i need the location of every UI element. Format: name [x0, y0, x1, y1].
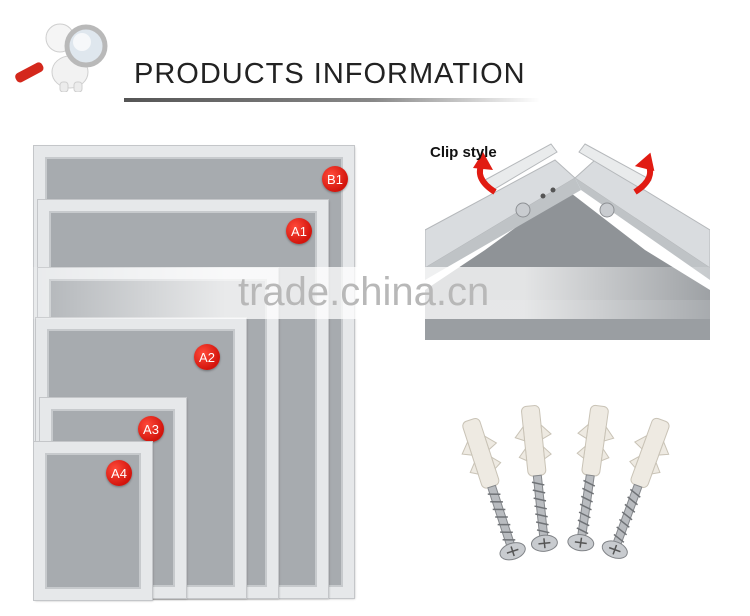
badge-a4: A4: [106, 460, 132, 486]
frame-size-comparison: B1 A1 A2 A3 A4: [30, 144, 370, 604]
badge-a2: A2: [194, 344, 220, 370]
clip-style-label: Clip style: [430, 144, 497, 161]
header: PRODUCTS INFORMATION: [0, 0, 750, 110]
watermark-text: trade.china.cn: [238, 270, 490, 314]
badge-a3: A3: [138, 416, 164, 442]
title-underline: [124, 98, 540, 102]
magnifier-mascot-icon: [15, 23, 108, 92]
badge-a1: A1: [286, 218, 312, 244]
badge-b1: B1: [322, 166, 348, 192]
wall-anchor-screw-icon: [452, 402, 680, 566]
page-title: PRODUCTS INFORMATION: [134, 58, 526, 90]
frame-a4: [34, 442, 152, 600]
watermark-band: [0, 267, 750, 319]
